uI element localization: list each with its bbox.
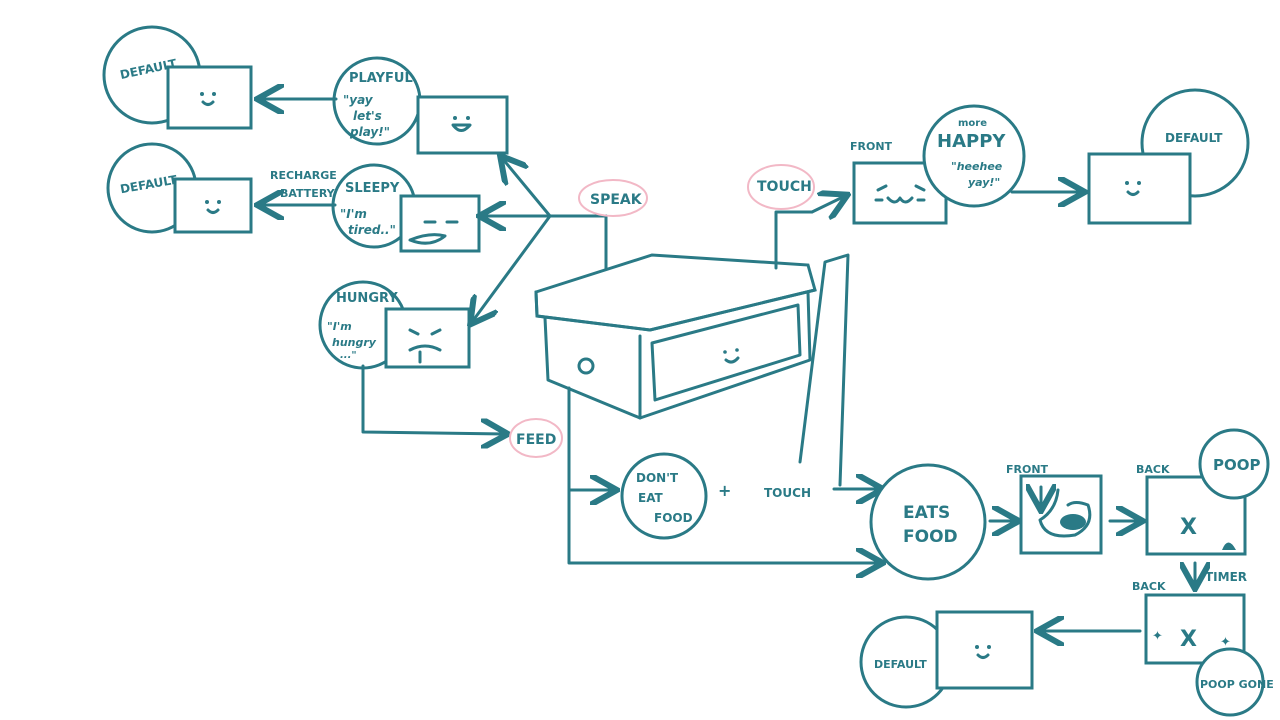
happy-quote-2: yay!" (968, 176, 1000, 189)
dont-eat-label-3: FOOD (654, 511, 693, 525)
recharge-label-2: BATTERY (280, 187, 336, 200)
feed-label: FEED (516, 432, 556, 448)
device-box (534, 253, 817, 420)
x-mark: X (1180, 515, 1197, 540)
sleepy-label: SLEEPY (345, 181, 400, 196)
playful-quote-1: "yay (343, 93, 374, 107)
default-state-top-right: DEFAULT (1087, 88, 1250, 225)
more-label: more (958, 118, 987, 129)
eats-food-state: EATS FOOD (869, 463, 987, 581)
poop-gone-label: POOP GONE (1200, 678, 1274, 691)
hungry-state: HUNGRY "I'm hungry ..." (318, 280, 471, 370)
hungry-quote-1: "I'm (327, 320, 352, 333)
playful-label: PLAYFUL (349, 71, 413, 86)
arrow-speak-to-hungry (472, 214, 552, 322)
front-label-bottom: FRONT (1006, 463, 1049, 476)
poop-gone-bubble: POOP GONE (1195, 647, 1274, 717)
stomach-front-screen (1019, 474, 1103, 555)
front-label-top: FRONT (850, 140, 893, 153)
plus-label: + (718, 481, 731, 500)
default-label: DEFAULT (1165, 131, 1223, 145)
touch-highlight (747, 164, 815, 210)
default-state-top-left: DEFAULT (102, 25, 253, 130)
dont-eat-food-state: DON'T EAT FOOD (620, 452, 708, 540)
sleepy-quote-1: "I'm (340, 207, 367, 221)
back-label-bottom: BACK (1132, 580, 1166, 593)
default-state-bottom: DEFAULT (859, 610, 1034, 709)
speak-highlight (578, 179, 648, 217)
hungry-quote-3: ..." (340, 350, 357, 361)
sparkle-right: ✦ (1220, 635, 1231, 650)
touch-label: TOUCH (757, 179, 812, 195)
poop-label: POOP (1213, 456, 1261, 474)
default-state-mid-left: DEFAULT (106, 142, 253, 234)
x-mark: X (1180, 627, 1197, 652)
dont-eat-label-2: EAT (638, 491, 664, 505)
playful-state: PLAYFUL "yay let's play!" (332, 56, 509, 155)
feed-highlight (509, 418, 563, 458)
hungry-quote-2: hungry (332, 336, 377, 349)
poop-bubble: POOP (1198, 428, 1270, 500)
arrow-speak-to-playful (502, 158, 552, 218)
sleepy-state: SLEEPY "I'm tired.." (331, 163, 481, 253)
happy-label: HAPPY (937, 131, 1006, 152)
recharge-label-1: RECHARGE (270, 169, 337, 182)
sleepy-quote-2: tired.." (348, 223, 396, 237)
sparkle-left: ✦ (1152, 629, 1163, 644)
back-label-top: BACK (1136, 463, 1170, 476)
eats-label-2: FOOD (903, 527, 958, 547)
eats-label-1: EATS (903, 503, 950, 523)
speak-label: SPEAK (590, 192, 643, 208)
happy-quote-1: "heehee (951, 160, 1003, 173)
playful-quote-3: play!" (349, 125, 390, 139)
hungry-label: HUNGRY (336, 291, 398, 306)
touch-small-label: TOUCH (764, 486, 811, 500)
playful-quote-2: let's (353, 109, 382, 123)
timer-label: TIMER (1205, 570, 1247, 584)
happy-state: more HAPPY "heehee yay!" (922, 104, 1026, 208)
default-label: DEFAULT (874, 658, 927, 671)
dont-eat-label-1: DON'T (636, 471, 679, 485)
